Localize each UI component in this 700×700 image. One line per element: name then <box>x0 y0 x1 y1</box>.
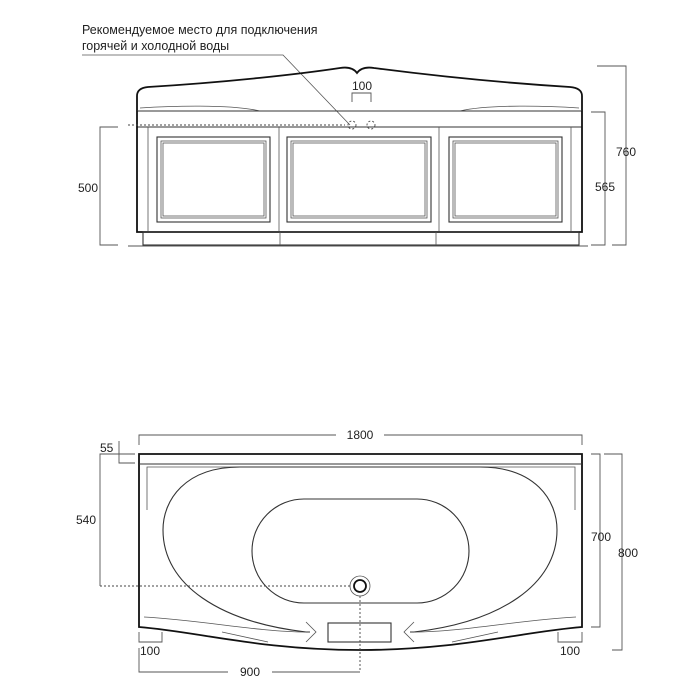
dim-pipe-height: 500 <box>78 181 98 195</box>
dim-left-offset: 100 <box>140 644 160 658</box>
cold-water-connection-icon <box>366 120 376 130</box>
dim-drain-depth: 540 <box>76 513 96 527</box>
dim-length: 1800 <box>347 428 374 442</box>
note-leader-line <box>82 54 351 126</box>
front-apron-outline <box>136 111 583 233</box>
dim-rim-height: 565 <box>595 180 615 194</box>
hot-water-connection-icon <box>347 120 357 130</box>
bath-bottom-oval <box>251 498 470 604</box>
connection-note-line1: Рекомендуемое место для подключения <box>82 23 318 37</box>
connection-note-line2: горячей и холодной воды <box>82 39 229 53</box>
front-plinth <box>142 231 580 246</box>
drain-icon <box>353 579 367 593</box>
dim-drain-center: 900 <box>240 665 260 679</box>
bath-bowl-outline <box>162 466 558 633</box>
tub-crown-outline <box>136 66 583 111</box>
top-view: 1800 55 540 700 800 100 100 900 <box>76 428 638 679</box>
dim-total-height: 760 <box>616 145 636 159</box>
dim-ledge: 55 <box>100 441 114 455</box>
dim-pipe-spacing: 100 <box>352 79 372 93</box>
front-view: 100 500 565 760 <box>78 65 636 247</box>
front-panel-center <box>286 136 432 223</box>
overflow-icon <box>327 622 392 643</box>
tub-outline-top <box>138 453 583 651</box>
dim-right-offset: 100 <box>560 644 580 658</box>
dim-total-width: 800 <box>618 546 638 560</box>
dim-inner-width: 700 <box>591 530 611 544</box>
front-panel-right <box>448 136 563 223</box>
front-panel-left <box>156 136 271 223</box>
